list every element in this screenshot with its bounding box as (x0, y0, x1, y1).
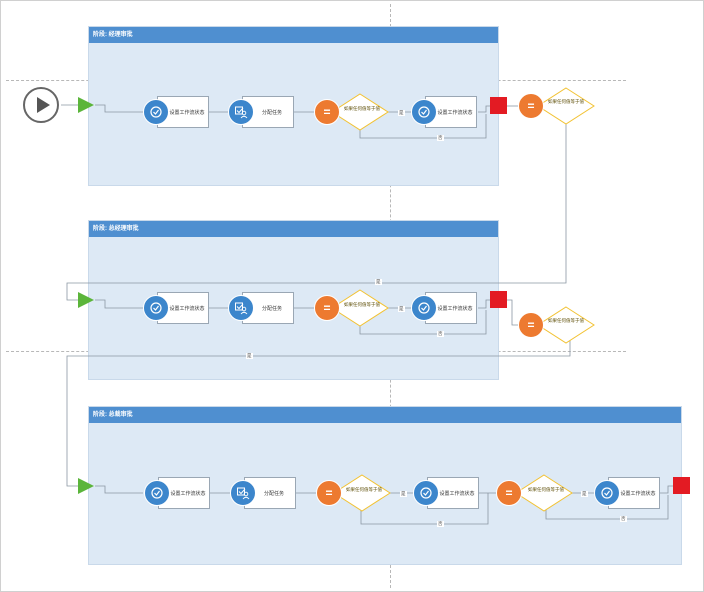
action-label: 分配任务 (261, 305, 282, 312)
stage-end-square (490, 291, 507, 308)
refresh-check-icon (143, 295, 169, 321)
refresh-check-icon (411, 99, 437, 125)
branch-no-label: 否 (437, 135, 444, 141)
stage-entry-arrow (78, 97, 94, 113)
stage-president-approval[interactable]: 阶段: 总裁审批 (88, 406, 682, 565)
assign-task-icon (230, 480, 256, 506)
branch-yes-label: 是 (400, 491, 407, 497)
branch-yes-label: 是 (398, 306, 405, 312)
condition-diamond[interactable] (538, 86, 596, 126)
branch-yes-label: 是 (246, 353, 253, 359)
stage-title: 阶段: 经理审批 (89, 27, 498, 43)
equals-icon: = (496, 480, 522, 506)
start-event-button[interactable] (23, 87, 59, 123)
refresh-check-icon (411, 295, 437, 321)
action-label: 设置工作流状态 (437, 109, 473, 116)
action-label: 设置工作流状态 (169, 305, 205, 312)
condition-diamond[interactable] (334, 288, 390, 328)
condition-diamond[interactable] (336, 473, 392, 513)
action-label: 设置工作流状态 (170, 490, 206, 497)
stage-entry-arrow (78, 292, 94, 308)
stage-entry-arrow (78, 478, 94, 494)
action-label: 设置工作流状态 (169, 109, 205, 116)
refresh-check-icon (143, 99, 169, 125)
refresh-check-icon (413, 480, 439, 506)
condition-diamond[interactable] (334, 92, 390, 132)
action-label: 设置工作流状态 (439, 490, 475, 497)
workflow-end-square (673, 477, 690, 494)
action-label: 分配任务 (261, 109, 282, 116)
action-label: 分配任务 (263, 490, 284, 497)
assign-task-icon (228, 295, 254, 321)
action-label: 设置工作流状态 (620, 490, 656, 497)
branch-yes-label: 是 (375, 279, 382, 285)
condition-diamond[interactable] (538, 305, 596, 345)
play-icon (37, 97, 50, 113)
equals-icon: = (316, 480, 342, 506)
stage-end-square (490, 97, 507, 114)
condition-label: 如果任何值等于值 (344, 302, 380, 307)
stage-title: 阶段: 总裁审批 (89, 407, 681, 423)
refresh-check-icon (594, 480, 620, 506)
branch-no-label: 否 (437, 521, 444, 527)
condition-label: 如果任何值等于值 (344, 106, 380, 111)
stage-title: 阶段: 总经理审批 (89, 221, 498, 237)
equals-icon: = (314, 99, 340, 125)
equals-icon: = (314, 295, 340, 321)
branch-yes-label: 是 (398, 110, 405, 116)
branch-yes-label: 是 (581, 491, 588, 497)
condition-label: 如果任何值等于值 (528, 487, 564, 492)
branch-no-label: 否 (437, 331, 444, 337)
condition-label: 如果任何值等于值 (548, 99, 584, 104)
equals-icon: = (518, 312, 544, 338)
refresh-check-icon (144, 480, 170, 506)
set-status-action[interactable]: 设置工作流状态 (157, 96, 209, 128)
equals-icon: = (518, 93, 544, 119)
branch-no-label: 否 (620, 516, 627, 522)
action-label: 设置工作流状态 (437, 305, 473, 312)
assign-task-icon (228, 99, 254, 125)
condition-label: 如果任何值等于值 (548, 318, 584, 323)
condition-label: 如果任何值等于值 (346, 487, 382, 492)
condition-diamond[interactable] (518, 473, 574, 513)
